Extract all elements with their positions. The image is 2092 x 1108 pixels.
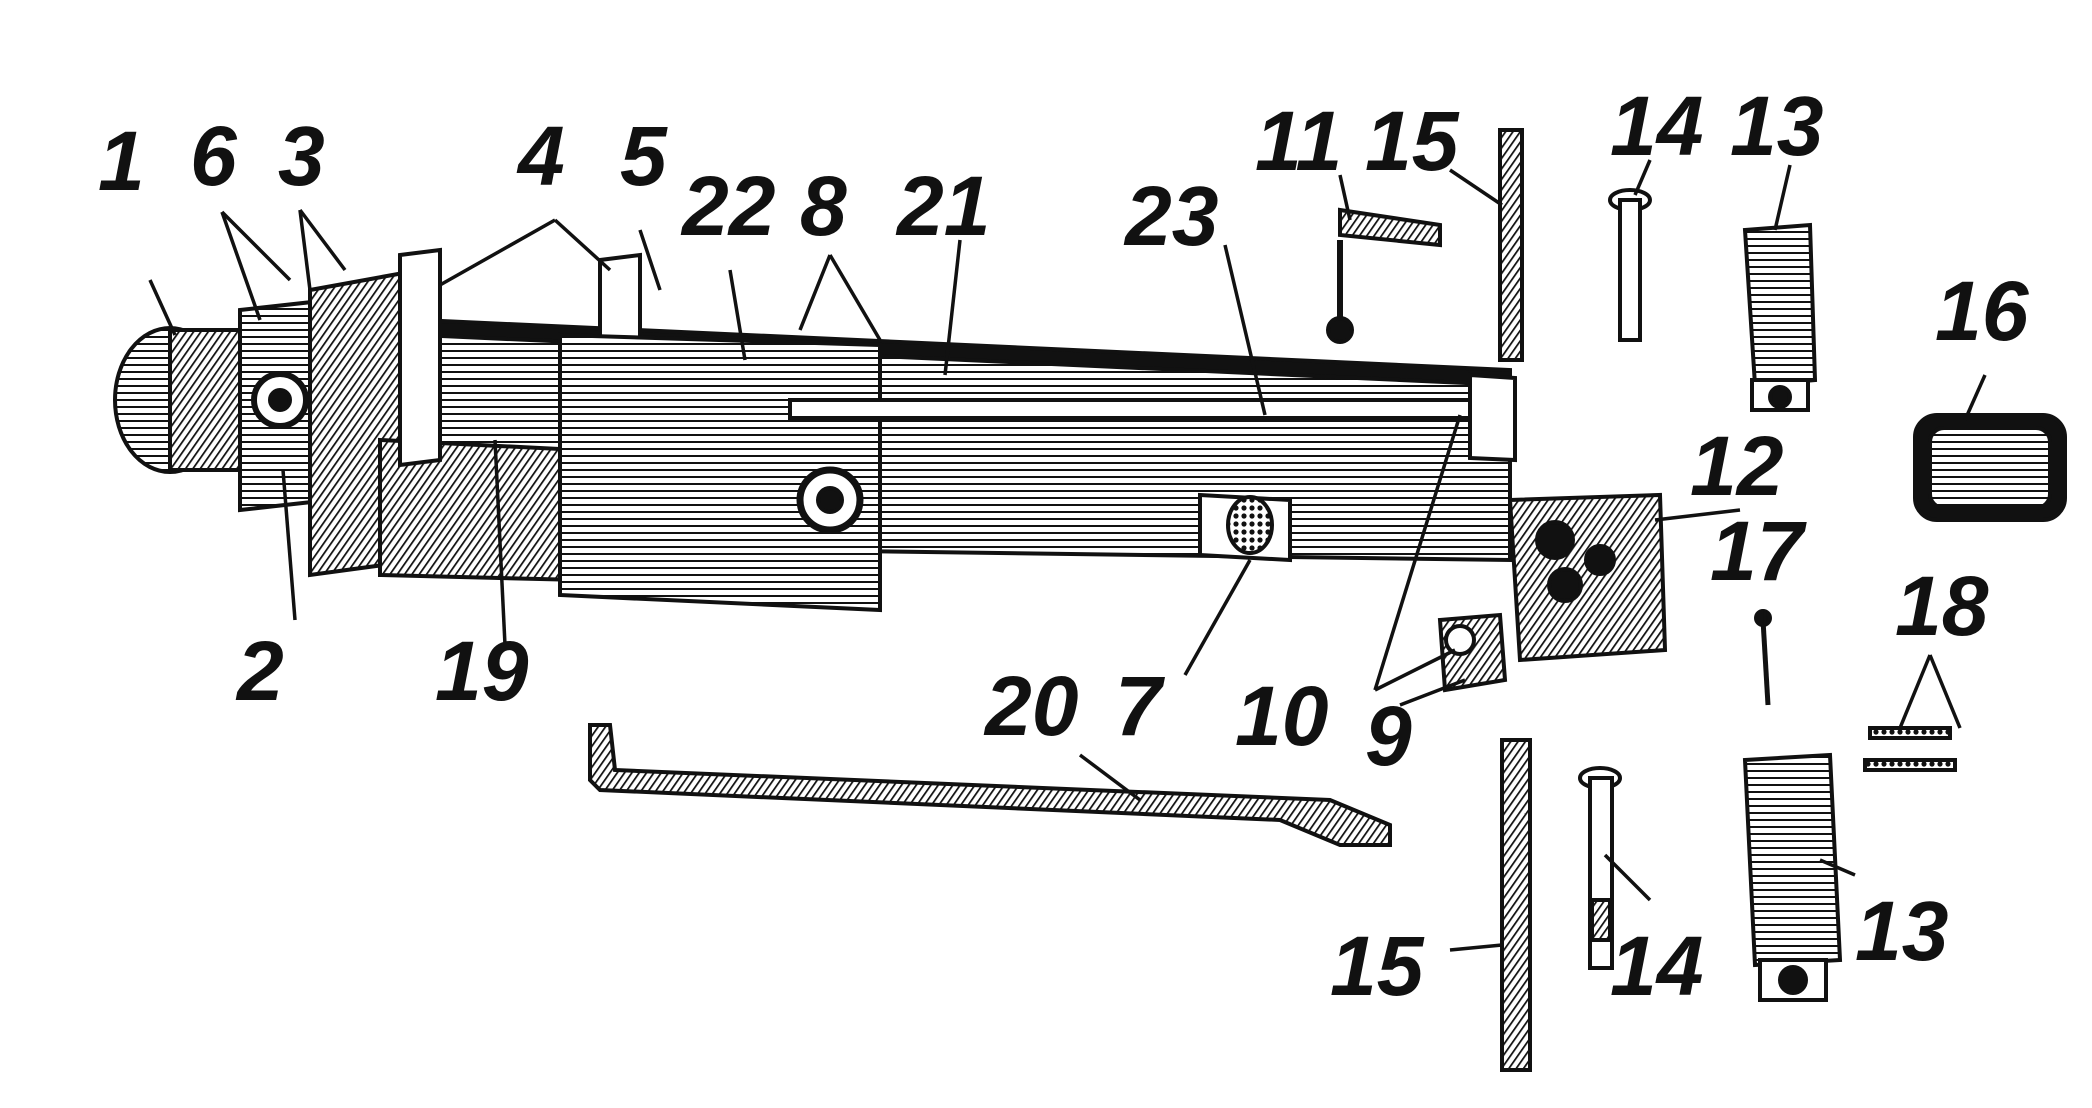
lever-20 — [588, 723, 1392, 847]
label-9: 9 — [1365, 689, 1412, 783]
right-end-plate — [1468, 372, 1517, 463]
label-16: 16 — [1935, 264, 2030, 358]
label-20: 20 — [983, 659, 1078, 753]
handle-13-top — [1742, 222, 1818, 412]
rivets-18 — [1863, 726, 1957, 772]
label-5: 5 — [620, 109, 668, 203]
label-23: 23 — [1123, 169, 1218, 263]
label-11: 11 — [1255, 94, 1342, 188]
motor-housing — [168, 328, 252, 472]
label-15-top: 15 — [1365, 94, 1460, 188]
split-pin-17 — [1760, 619, 1771, 706]
label-13-top: 13 — [1730, 79, 1823, 173]
pin-14-top — [1608, 188, 1652, 342]
loose-parts — [588, 128, 2067, 1072]
label-22: 22 — [680, 159, 775, 253]
spring-15-top — [1498, 128, 1524, 362]
label-2: 2 — [235, 624, 284, 718]
label-6: 6 — [190, 109, 238, 203]
cap-16 — [1913, 413, 2067, 522]
main-mechanism — [113, 247, 1668, 693]
handle-13-bottom — [1742, 752, 1843, 1002]
spring-15-bottom — [1500, 738, 1532, 1072]
label-8: 8 — [800, 159, 847, 253]
label-7: 7 — [1115, 659, 1165, 753]
label-15-bottom: 15 — [1330, 919, 1425, 1013]
pin-14-bottom — [1578, 766, 1622, 970]
label-4: 4 — [516, 109, 565, 203]
label-13-bottom: 13 — [1855, 884, 1948, 978]
leader-lines — [148, 159, 1987, 952]
key-11-handle — [1338, 207, 1442, 248]
label-17: 17 — [1710, 504, 1807, 598]
guide-plate-left — [398, 247, 442, 468]
label-19: 19 — [435, 624, 529, 718]
label-14-top: 14 — [1610, 79, 1703, 173]
part-labels: 1 6 3 4 5 22 8 21 23 11 15 14 13 16 12 1… — [98, 79, 2030, 1013]
label-21: 21 — [895, 159, 990, 253]
label-12: 12 — [1690, 419, 1783, 513]
label-10: 10 — [1235, 669, 1328, 763]
label-3: 3 — [278, 109, 325, 203]
rail-slot — [788, 398, 1472, 420]
bracket-assembly-12 — [1507, 492, 1668, 663]
label-18: 18 — [1895, 559, 1989, 653]
label-1: 1 — [98, 114, 145, 208]
label-14-bottom: 14 — [1610, 919, 1703, 1013]
